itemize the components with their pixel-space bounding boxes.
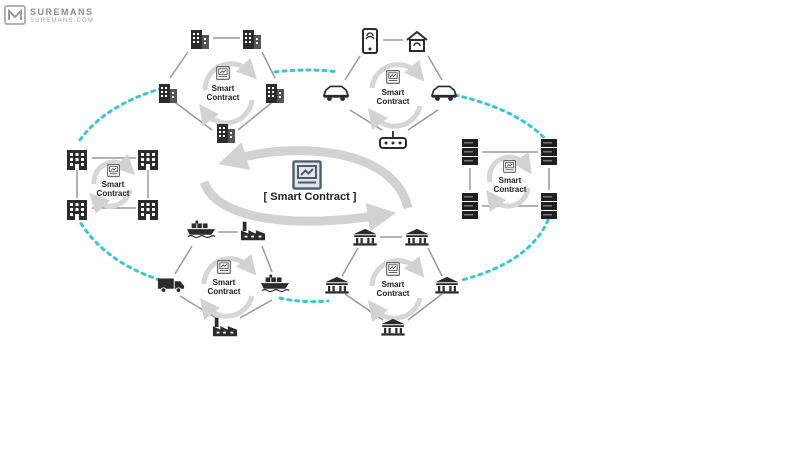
cluster-label-line1: Smart bbox=[499, 176, 522, 185]
cluster-label-line2: Contract bbox=[494, 185, 527, 194]
contract-icon bbox=[386, 70, 400, 84]
cluster-servers: Smart Contract bbox=[462, 139, 557, 219]
contract-icon bbox=[217, 260, 231, 274]
office-building-icon bbox=[159, 84, 177, 103]
government-building-icon bbox=[435, 276, 459, 294]
office-building-icon bbox=[243, 30, 261, 49]
server-rack-icon bbox=[541, 193, 557, 219]
cluster-label-line1: Smart bbox=[213, 278, 236, 287]
server-rack-icon bbox=[541, 139, 557, 165]
link-buildings-iot bbox=[273, 68, 340, 74]
office-building-icon bbox=[217, 124, 235, 143]
smartphone-icon bbox=[362, 28, 378, 54]
server-rack-icon bbox=[462, 139, 478, 165]
government-building-icon bbox=[325, 276, 349, 294]
cluster-offices: Smart Contract bbox=[67, 150, 158, 220]
apartment-icon bbox=[67, 150, 87, 170]
factory-icon bbox=[212, 317, 238, 337]
center-label: [ Smart Contract ] bbox=[264, 191, 357, 203]
link-logistics-government bbox=[278, 296, 330, 304]
smart-home-icon bbox=[406, 31, 428, 52]
cluster-label-line2: Contract bbox=[97, 189, 130, 198]
smart-contract-icon-highlight bbox=[292, 160, 322, 190]
cluster-government: Smart Contract bbox=[325, 228, 459, 336]
cluster-label-line1: Smart bbox=[212, 84, 235, 93]
factory-icon bbox=[240, 221, 266, 241]
contract-icon bbox=[386, 262, 400, 276]
cluster-label-line2: Contract bbox=[377, 97, 410, 106]
server-rack-icon bbox=[462, 193, 478, 219]
cluster-logistics: Smart Contract bbox=[157, 220, 290, 337]
logo-name: SUREMANS bbox=[30, 7, 94, 17]
car-icon bbox=[322, 85, 350, 102]
office-building-icon bbox=[191, 30, 209, 49]
cluster-label-line2: Contract bbox=[377, 289, 410, 298]
apartment-icon bbox=[138, 150, 158, 170]
cluster-label-line2: Contract bbox=[207, 93, 240, 102]
suremans-logo-icon bbox=[4, 5, 26, 25]
cluster-iot: Smart Contract bbox=[322, 28, 458, 149]
delivery-truck-icon bbox=[157, 277, 185, 293]
cluster-label-line2: Contract bbox=[208, 287, 241, 296]
cluster-buildings: Smart Contract bbox=[159, 30, 284, 143]
link-logistics-offices bbox=[78, 220, 162, 282]
government-building-icon bbox=[353, 228, 377, 246]
government-building-icon bbox=[381, 318, 405, 336]
government-building-icon bbox=[405, 228, 429, 246]
central-arrow-upper bbox=[218, 142, 413, 210]
suremans-logo: SUREMANS SUREMANS.COM bbox=[4, 4, 124, 28]
container-ship-icon bbox=[260, 274, 290, 293]
iot-router-icon bbox=[379, 130, 407, 149]
cluster-label-line1: Smart bbox=[382, 280, 405, 289]
apartment-icon bbox=[67, 200, 87, 220]
contract-icon bbox=[107, 164, 120, 177]
central-cycle: [ Smart Contract ] bbox=[199, 142, 413, 232]
cargo-ship-icon bbox=[186, 220, 216, 239]
office-building-icon bbox=[266, 84, 284, 103]
cluster-links bbox=[78, 68, 550, 304]
apartment-icon bbox=[138, 200, 158, 220]
link-offices-buildings bbox=[78, 86, 165, 142]
cluster-label-line1: Smart bbox=[382, 88, 405, 97]
link-servers-government bbox=[460, 218, 550, 282]
contract-icon bbox=[216, 66, 230, 80]
central-arrow-lower bbox=[199, 180, 397, 232]
logo-domain: SUREMANS.COM bbox=[30, 18, 95, 24]
link-iot-servers bbox=[453, 93, 550, 144]
cluster-label-line1: Smart bbox=[102, 180, 125, 189]
contract-icon bbox=[503, 160, 516, 173]
connected-car-icon bbox=[430, 85, 458, 102]
